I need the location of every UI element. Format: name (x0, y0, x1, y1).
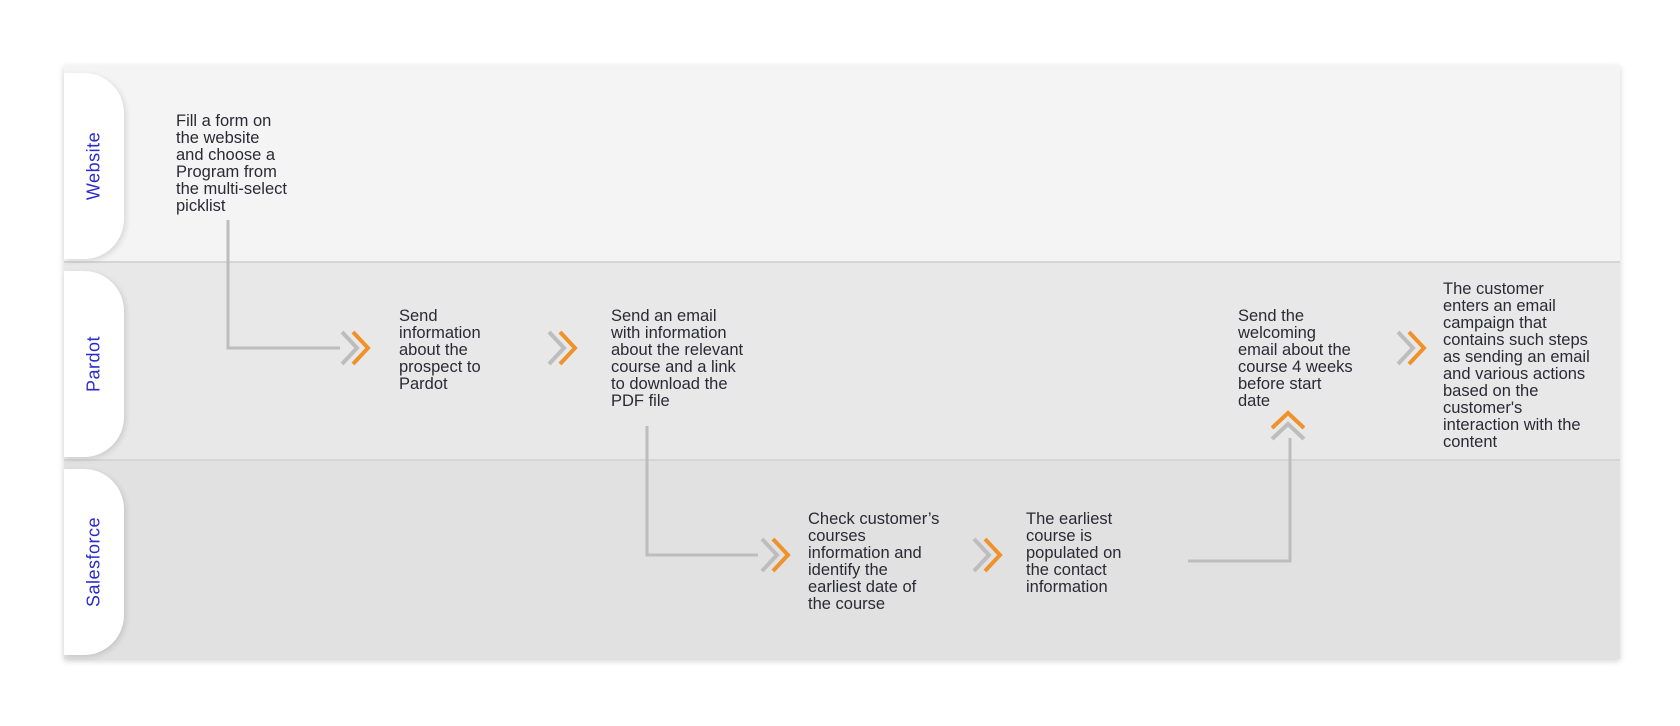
step-fill-form: Fill a form on the website and choose a … (176, 112, 287, 215)
chevron-up-icon (1270, 410, 1306, 441)
chevron-right-icon (1396, 330, 1427, 366)
lane-website (64, 65, 1620, 261)
lane-tab-pardot: Pardot (64, 271, 124, 457)
connector-salesforce-to-welcome (1188, 438, 1292, 563)
lane-salesforce (64, 461, 1620, 659)
chevron-right-icon (547, 330, 578, 366)
step-send-course-email: Send an email with information about the… (611, 307, 744, 410)
chevron-right-icon (760, 537, 791, 573)
lane-divider (64, 459, 1620, 461)
chevron-right-icon (340, 330, 371, 366)
lane-divider (64, 261, 1620, 263)
step-welcoming-email: Send the welcoming email about the cours… (1238, 307, 1353, 410)
connector-email-to-salesforce (645, 426, 758, 557)
swimlane-diagram: Website Pardot Salesforce (64, 65, 1620, 659)
step-check-courses: Check customer’s courses information and… (808, 510, 940, 613)
lane-pardot (64, 263, 1620, 459)
chevron-right-icon (972, 537, 1003, 573)
lane-tab-website: Website (64, 73, 124, 259)
lane-tab-salesforce: Salesforce (64, 469, 124, 655)
connector-form-to-pardot (226, 220, 340, 350)
step-email-campaign: The customer enters an email campaign th… (1443, 280, 1590, 451)
step-earliest-course: The earliest course is populated on the … (1026, 510, 1122, 596)
step-send-info-to-pardot: Send information about the prospect to P… (399, 307, 481, 393)
